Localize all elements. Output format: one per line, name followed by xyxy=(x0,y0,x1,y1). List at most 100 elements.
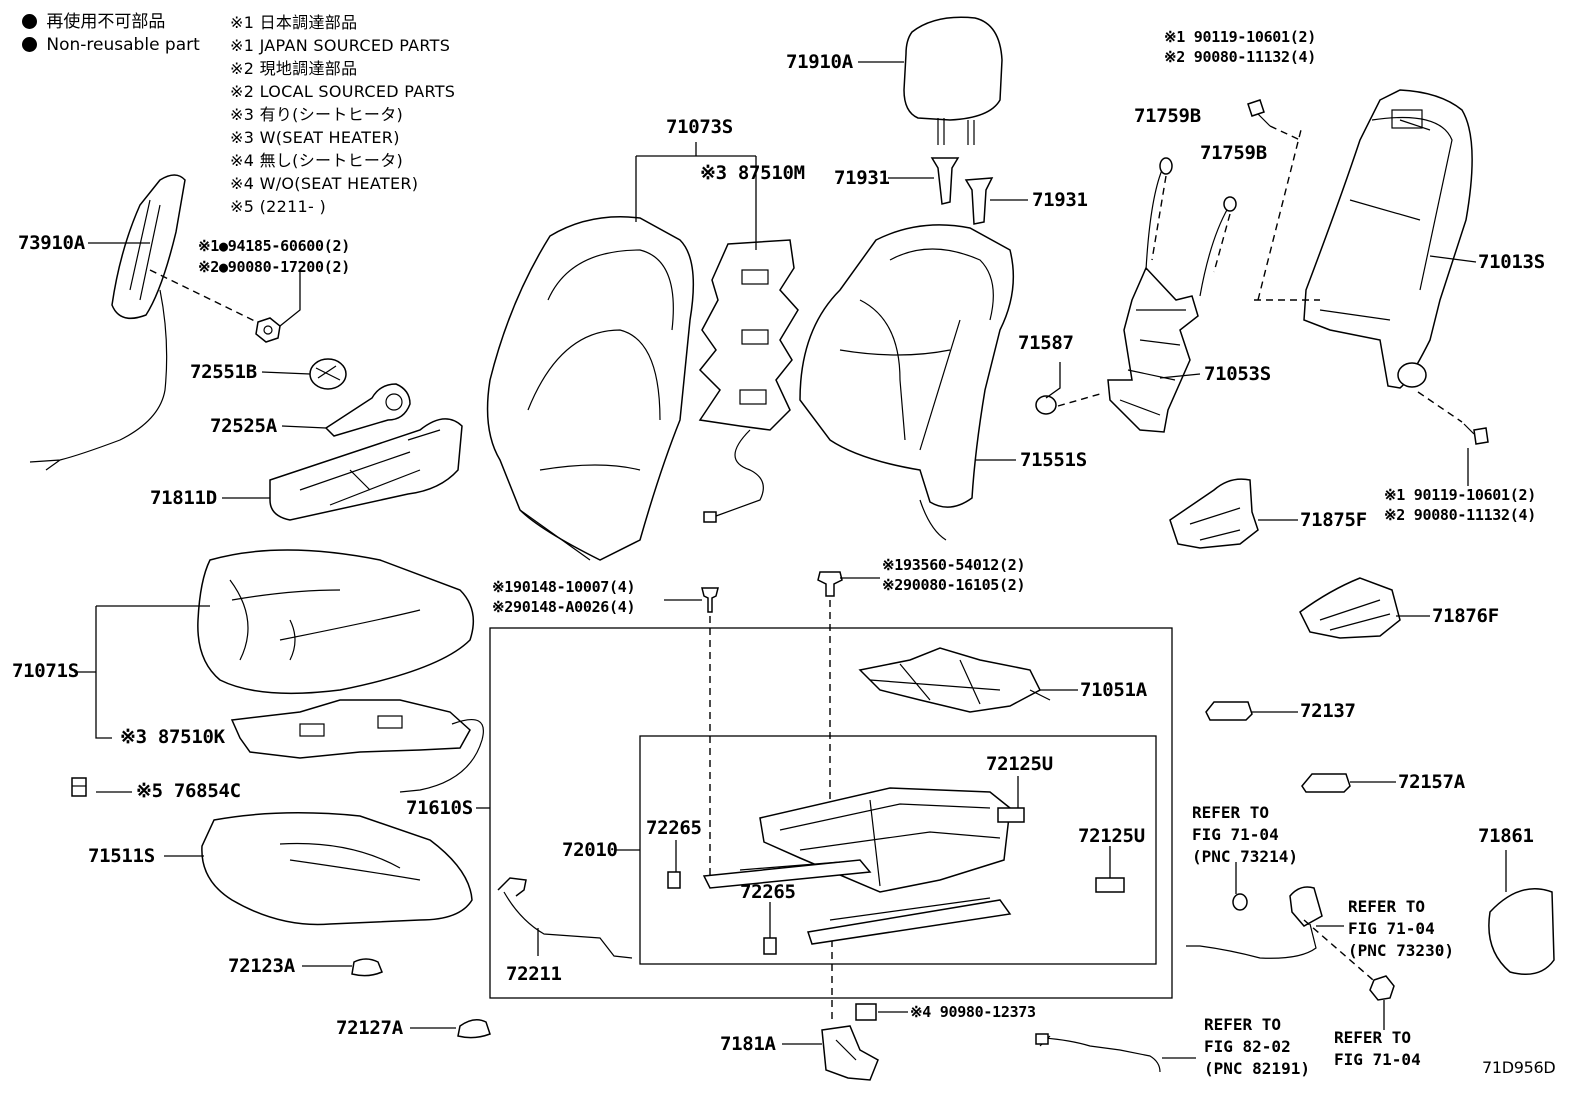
ref-line: REFER TO xyxy=(1334,1028,1412,1047)
legend-text-jp: 再使用不可部品 xyxy=(46,12,166,32)
label-72125U-b[interactable]: 72125U xyxy=(1078,825,1145,847)
ref-line: FIG 71-04 xyxy=(1192,825,1279,844)
ref-line: FIG 71-04 xyxy=(1334,1050,1421,1069)
headrest-71910A-drawing xyxy=(903,16,1003,145)
label-71811D[interactable]: 71811D xyxy=(150,487,217,509)
label-71931-left[interactable]: 71931 xyxy=(834,167,890,189)
label-72123A[interactable]: 72123A xyxy=(228,955,295,977)
label-71551S[interactable]: 71551S xyxy=(1020,449,1087,471)
label-71053S[interactable]: 71053S xyxy=(1204,363,1271,385)
clip-72127A-drawing xyxy=(457,1019,491,1039)
label-bolt-90148-A0026[interactable]: ※290148-A0026(4) xyxy=(492,598,636,616)
label-72525A[interactable]: 72525A xyxy=(210,415,277,437)
label-71511S[interactable]: 71511S xyxy=(88,845,155,867)
legend-item-en: Non-reusable part xyxy=(22,34,200,57)
label-76854C[interactable]: ※5 76854C xyxy=(136,780,241,802)
ref-line: FIG 71-04 xyxy=(1348,919,1435,938)
label-71861[interactable]: 71861 xyxy=(1478,825,1534,847)
bolt-top-drawing xyxy=(1247,99,1301,141)
label-73910A[interactable]: 73910A xyxy=(18,232,85,254)
bracket-71875F-drawing xyxy=(1169,478,1259,549)
label-90980[interactable]: ※4 90980-12373 xyxy=(910,1003,1036,1021)
label-bolt-90119-top[interactable]: ※1 90119-10601(2) xyxy=(1164,28,1316,46)
bolt-lower-drawing xyxy=(1417,391,1489,445)
label-7181A[interactable]: 7181A xyxy=(720,1033,776,1055)
ref-line: REFER TO xyxy=(1192,803,1270,822)
note-line: ※1 JAPAN SOURCED PARTS xyxy=(230,36,451,55)
label-71910A[interactable]: 71910A xyxy=(786,51,853,73)
label-71875F[interactable]: 71875F xyxy=(1300,509,1367,531)
label-71759B-b[interactable]: 71759B xyxy=(1200,142,1267,164)
ref-line: REFER TO xyxy=(1348,897,1426,916)
ref-line: (PNC 82191) xyxy=(1204,1059,1310,1078)
reference-fig-71-04-pnc-73230[interactable]: REFER TO FIG 71-04 (PNC 73230) xyxy=(1348,896,1454,962)
connector-90980-drawing xyxy=(855,1003,877,1021)
label-71610S[interactable]: 71610S xyxy=(406,797,473,819)
symbol-legend: 再使用不可部品 Non-reusable part xyxy=(22,11,200,57)
label-bolt-90080-17200[interactable]: ※2●90080-17200(2) xyxy=(198,258,350,276)
label-72265-b[interactable]: 72265 xyxy=(740,881,796,903)
label-bolt-90080-11132-top[interactable]: ※2 90080-11132(4) xyxy=(1164,48,1316,66)
cover-72551B-drawing xyxy=(309,358,347,390)
clip-72265-drawing xyxy=(667,871,777,955)
legend-item-jp: 再使用不可部品 xyxy=(22,11,200,34)
seat-heater-87510M-drawing xyxy=(698,239,799,523)
note-line: ※2 LOCAL SOURCED PARTS xyxy=(230,82,456,101)
label-71759B-a[interactable]: 71759B xyxy=(1134,105,1201,127)
leader-lines xyxy=(74,61,1507,1059)
ref-line: FIG 82-02 xyxy=(1204,1037,1291,1056)
label-71931-right[interactable]: 71931 xyxy=(1032,189,1088,211)
label-71071S[interactable]: 71071S xyxy=(12,660,79,682)
note-line: ※1 日本調達部品 xyxy=(230,13,358,32)
label-bolt-90148-10007[interactable]: ※190148-10007(4) xyxy=(492,578,636,596)
clip-72123A-drawing xyxy=(351,958,383,977)
note-line: ※5 (2211- ) xyxy=(230,197,327,216)
reference-fig-71-04[interactable]: REFER TO FIG 71-04 xyxy=(1334,1027,1421,1071)
seatbelt-buckle-drawing xyxy=(1186,886,1395,1001)
bullet-icon xyxy=(22,37,37,52)
label-87510K[interactable]: ※3 87510K xyxy=(120,726,225,748)
cushion-cover-71071S-drawing xyxy=(197,549,475,695)
knob-72525A-drawing xyxy=(324,383,411,437)
label-bolt-94185[interactable]: ※1●94185-60600(2) xyxy=(198,237,350,255)
ref-line: (PNC 73230) xyxy=(1348,941,1454,960)
lumbar-support-71053S-drawing xyxy=(1107,157,1237,433)
ref-line: (PNC 73214) xyxy=(1192,847,1298,866)
nut-drawing xyxy=(255,317,281,343)
seatback-pad-71551S-drawing xyxy=(799,224,1015,541)
label-71051A[interactable]: 71051A xyxy=(1080,679,1147,701)
label-72125U-a[interactable]: 72125U xyxy=(986,753,1053,775)
label-72211[interactable]: 72211 xyxy=(506,963,562,985)
label-71876F[interactable]: 71876F xyxy=(1432,605,1499,627)
side-airbag-73910A-drawing xyxy=(29,174,266,471)
label-bolt-90080-16105[interactable]: ※290080-16105(2) xyxy=(882,576,1026,594)
label-71587[interactable]: 71587 xyxy=(1018,332,1074,354)
label-72157A[interactable]: 72157A xyxy=(1398,771,1465,793)
lifter-71051A-drawing xyxy=(858,647,1051,713)
label-71073S[interactable]: 71073S xyxy=(666,116,733,138)
label-87510M[interactable]: ※3 87510M xyxy=(700,162,805,184)
label-bolt-90119-lower[interactable]: ※1 90119-10601(2) xyxy=(1384,486,1536,504)
reference-fig-71-04-pnc-73214[interactable]: REFER TO FIG 71-04 (PNC 73214) xyxy=(1192,802,1298,868)
bolt-90148-drawing xyxy=(701,587,719,880)
label-bolt-93560[interactable]: ※193560-54012(2) xyxy=(882,556,1026,574)
note-line: ※4 W/O(SEAT HEATER) xyxy=(230,174,419,193)
label-72265-a[interactable]: 72265 xyxy=(646,817,702,839)
lock-rod-72211-drawing xyxy=(497,877,633,959)
label-72137[interactable]: 72137 xyxy=(1300,700,1356,722)
seat-track-72010-drawing xyxy=(702,787,1012,945)
wire-harness-drawing xyxy=(1035,1033,1161,1073)
label-72127A[interactable]: 72127A xyxy=(336,1017,403,1039)
cover-72125U-drawing xyxy=(997,807,1125,893)
bolt-93560-drawing xyxy=(817,571,843,1024)
cover-71861-drawing xyxy=(1488,888,1555,975)
reference-fig-82-02-pnc-82191[interactable]: REFER TO FIG 82-02 (PNC 82191) xyxy=(1204,1014,1310,1080)
label-71013S[interactable]: 71013S xyxy=(1478,251,1545,273)
note-line: ※2 現地調達部品 xyxy=(230,59,358,78)
label-bolt-90080-11132-lower[interactable]: ※2 90080-11132(4) xyxy=(1384,506,1536,524)
ref-line: REFER TO xyxy=(1204,1015,1282,1034)
label-72551B[interactable]: 72551B xyxy=(190,361,257,383)
label-72010[interactable]: 72010 xyxy=(562,839,618,861)
seatback-frame-71013S-drawing xyxy=(1254,89,1473,389)
